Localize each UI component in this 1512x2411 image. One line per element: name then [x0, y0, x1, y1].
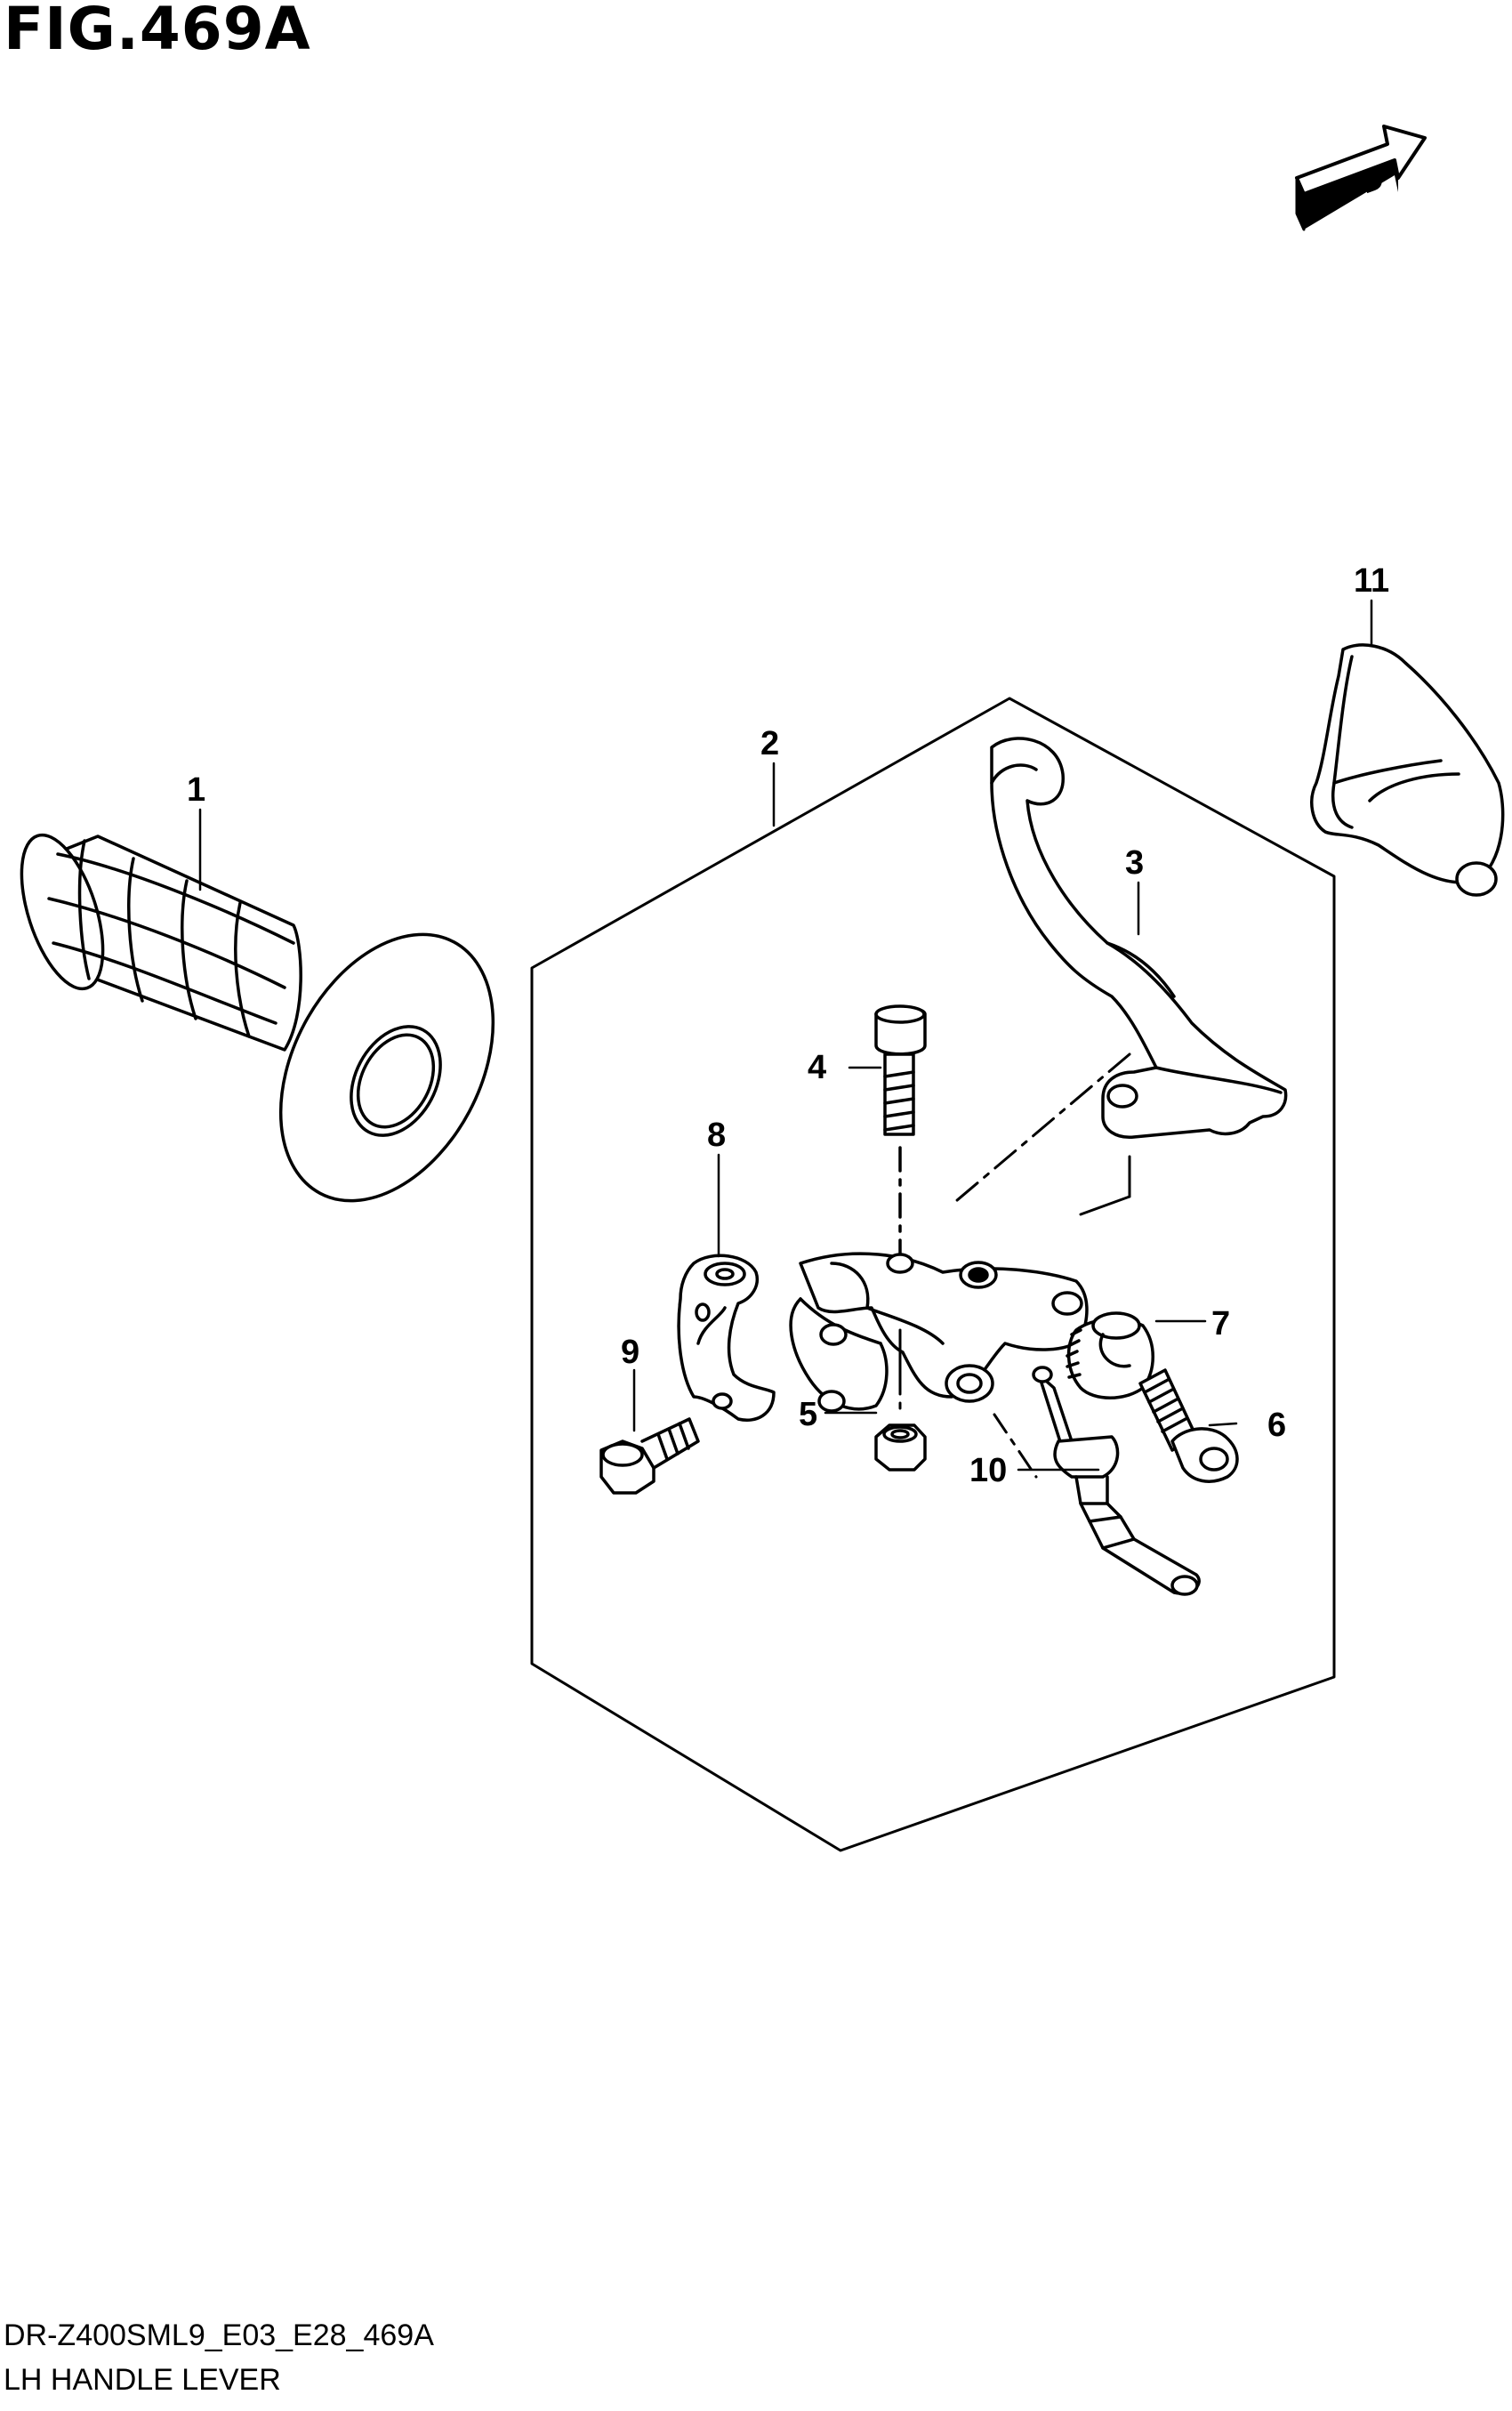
pivot-bolt-part — [874, 1004, 927, 1265]
callout-3: 3 — [1125, 844, 1144, 882]
callout-1: 1 — [187, 771, 205, 809]
leader-lines — [198, 599, 1373, 1472]
adjuster-bolt-part — [1138, 1368, 1239, 1483]
lever-holder-part — [789, 1252, 1089, 1413]
callout-8: 8 — [707, 1117, 726, 1154]
figure-name: LH HANDLE LEVER — [4, 2363, 281, 2397]
clamp-bolt-part — [599, 1417, 700, 1495]
callout-11: 11 — [1354, 562, 1389, 600]
kit-boundary — [530, 697, 1336, 1852]
callout-5: 5 — [799, 1396, 817, 1433]
fwd-arrow-icon: FWD — [1295, 125, 1427, 231]
callout-6: 6 — [1267, 1407, 1286, 1444]
model-code: DR-Z400SML9_E03_E28_469A — [4, 2318, 434, 2352]
clamp-part — [677, 1254, 776, 1422]
assembly-lines — [898, 1052, 1131, 1479]
lever-part — [990, 737, 1288, 1139]
grip-part — [20, 833, 495, 1203]
nut-part — [874, 1423, 927, 1472]
cable-part — [1032, 1366, 1201, 1596]
callout-9: 9 — [621, 1334, 639, 1371]
callout-10: 10 — [969, 1452, 1007, 1489]
callout-4: 4 — [808, 1049, 826, 1086]
callout-7: 7 — [1211, 1305, 1230, 1343]
callout-2: 2 — [760, 725, 779, 762]
lever-cover-part — [1310, 643, 1505, 897]
figure-title: FIG.469A — [4, 0, 311, 63]
